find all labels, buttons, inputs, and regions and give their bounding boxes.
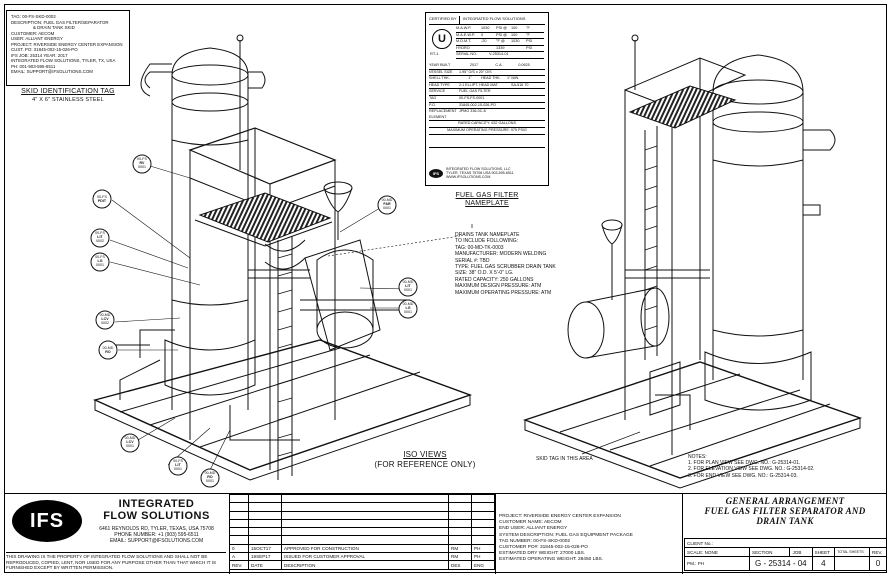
ifs-logo-small: IFS [429, 168, 443, 178]
instrument-bubbles [90, 154, 418, 488]
drawing-notes: NOTES: 1. FOR PLAN VIEW SEE DWG. NO.: G-… [688, 454, 815, 479]
drawing-title: GENERAL ARRANGEMENT FUEL GAS FILTER SEPA… [704, 496, 866, 526]
iso-views-caption: ISO VIEWS (FOR REFERENCE ONLY) [374, 450, 476, 469]
title-block-table: CLIENT No.: SCALE: NONE SECTION JOB SHEE… [684, 538, 887, 571]
skid-identification-tag: TAG: 00-FS-SKD-0002 DESCRIPTION: FUEL GA… [6, 10, 130, 86]
drain-tank-nameplate-note: DRAINS TANK NAMEPLATE TO INCLUDE FOLLOWI… [455, 232, 556, 296]
skid-tag-callout: SKID TAG IN THIS AREA [536, 456, 593, 462]
nameplate-caption: FUEL GAS FILTER NAMEPLATE [455, 192, 519, 207]
drawing-sheet [4, 4, 887, 573]
title-block: IFS INTEGRATED FLOW SOLUTIONS 6461 REYNO… [4, 493, 887, 574]
proprietary-notice: THIS DRAWING IS THE PROPERTY OF INTEGRAT… [6, 552, 226, 571]
company-block: IFS INTEGRATED FLOW SOLUTIONS 6461 REYNO… [4, 494, 230, 574]
fuel-gas-filter-nameplate: CERTIFIED BY INTEGRATED FLOW SOLUTIONS U… [425, 12, 549, 186]
company-address: 6461 REYNOLDS RD, TYLER, TEXAS, USA 7570… [99, 526, 214, 544]
instrument-bubble [90, 154, 418, 488]
skid-tag-caption: SKID IDENTIFICATION TAG 4" x 6" STAINLES… [21, 88, 115, 103]
project-info: PROJECT: RIVERSIDE ENERGY CENTER EXPANSI… [499, 514, 633, 563]
asme-stamp: U [432, 29, 452, 49]
drawing-number: G - 25314 - 04 [749, 556, 813, 571]
company-name: INTEGRATED FLOW SOLUTIONS [103, 498, 210, 522]
ifs-logo: IFS [12, 500, 82, 542]
